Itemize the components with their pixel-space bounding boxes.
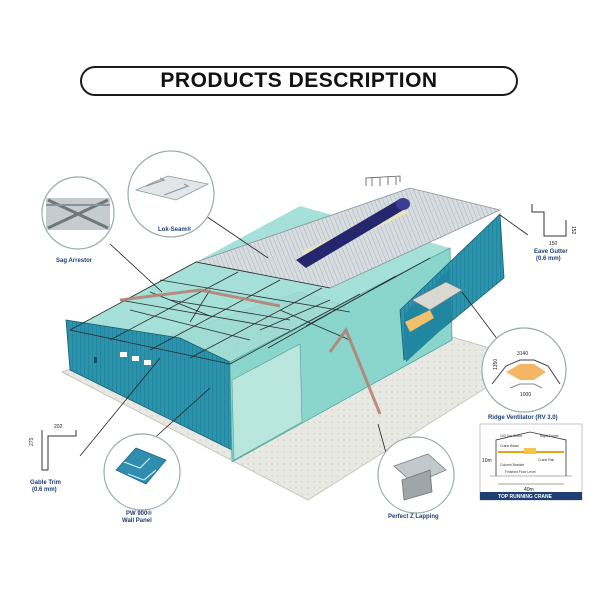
- ridge-flashing: [405, 310, 434, 332]
- ridge-ventilator-callout: 3140 1350 1000 Ridge Ventilator (RV 3.0): [481, 327, 567, 421]
- ridge-ventilator-cap: [396, 198, 410, 210]
- eave-gutter-profile: [531, 204, 567, 237]
- sag-arrestor-label: Sag Arrestor: [56, 258, 93, 264]
- side-door: [231, 343, 303, 461]
- crane-label-2: Rigid Frame: [540, 434, 559, 438]
- window: [120, 352, 127, 357]
- crane-height: 10m: [482, 458, 492, 464]
- ridge-top-width: 3140: [517, 351, 528, 357]
- eave-gutter-callout: 150 152 Eave Gutter (0.6 mm): [531, 204, 576, 262]
- wall-panel-label-line1: PW 900®: [126, 510, 152, 517]
- page-title: PRODUCTS DESCRIPTION: [160, 69, 438, 92]
- lok-seam-label: Lok-Seam®: [158, 226, 192, 233]
- gable-trim-label: Gable Trim: [30, 480, 61, 486]
- gable-height: 275: [29, 437, 35, 446]
- crane-diagram: 100 Ton Crane Rigid Frame Crane Beam Cra…: [479, 423, 583, 501]
- lok-seam-sheet: [134, 175, 210, 201]
- crane-label-5: Column Bracket: [500, 463, 524, 467]
- sag-arrestor-callout: Sag Arrestor: [41, 176, 115, 264]
- crane-label-1: 100 Ton Crane: [500, 434, 522, 438]
- gable-trim-profile: [41, 430, 77, 471]
- eave-gutter-width: 150: [549, 241, 558, 247]
- eave-gutter-thickness: (0.6 mm): [536, 256, 561, 262]
- rafters: [119, 288, 382, 415]
- ridge-height: 1350: [493, 359, 499, 370]
- gable-width: 202: [54, 424, 63, 430]
- eave-gutter-height: 152: [570, 226, 576, 235]
- crane-label-4: Crane Rail: [538, 458, 554, 462]
- crane-span: 40m: [524, 487, 534, 493]
- wall-panel-callout: PW 900® Wall Panel: [103, 433, 181, 524]
- crane-label-3: Crane Beam: [500, 444, 519, 448]
- crane-label-6: Finished Floor Level: [505, 470, 536, 474]
- window: [144, 360, 151, 365]
- z-lapping-callout: Perfect Z Lapping: [377, 436, 455, 520]
- lok-seam-callout: Lok-Seam®: [127, 150, 215, 238]
- roof-rail: [365, 175, 401, 186]
- window: [132, 356, 139, 361]
- gable-trim-thickness: (0.6 mm): [32, 487, 57, 493]
- steel-frames: [69, 257, 431, 365]
- ridge-base: 1000: [520, 392, 531, 398]
- title-banner: PRODUCTS DESCRIPTION: [80, 66, 518, 96]
- z-lapping-label: Perfect Z Lapping: [388, 514, 439, 520]
- crane-caption: TOP RUNNING CRANE: [498, 494, 553, 500]
- wall-panel-label-line2: Wall Panel: [122, 518, 152, 524]
- ridge-ventilator-body: [296, 200, 410, 268]
- wall-vent: [94, 357, 97, 363]
- eave-gutter-label: Eave Gutter: [534, 249, 568, 255]
- roof-ridge-vent: [411, 281, 463, 311]
- gable-trim-callout: 202 275 Gable Trim (0.6 mm): [29, 424, 77, 493]
- ridge-ventilator-label: Ridge Ventilator (RV 3.0): [488, 415, 558, 421]
